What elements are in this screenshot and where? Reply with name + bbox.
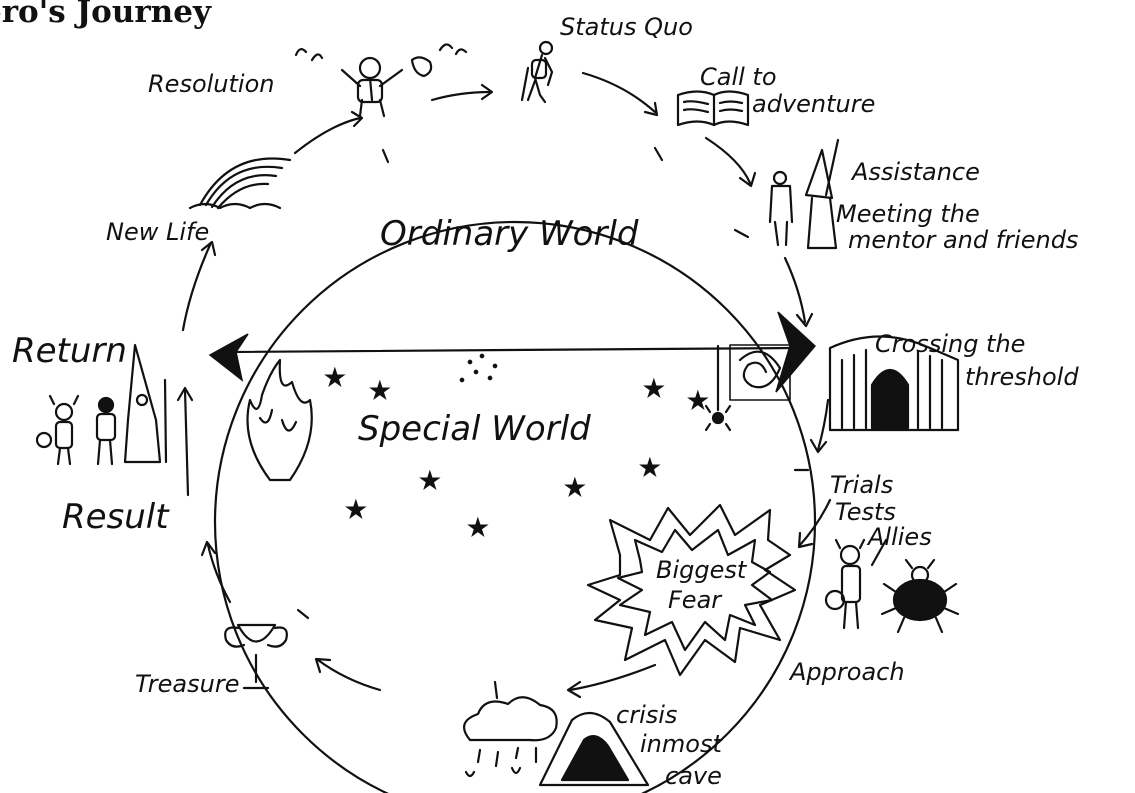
hiker-icon (520, 40, 554, 104)
biggest-fear-burst (586, 503, 797, 677)
trophy-icon (224, 623, 288, 690)
outer-flow-arrows (176, 71, 832, 699)
journey-circle (213, 220, 817, 793)
right-arrowhead-icon (775, 311, 817, 393)
tests-label: Tests (835, 498, 896, 526)
svg-text:★: ★ (346, 498, 366, 523)
treasure-label: Treasure (135, 670, 239, 698)
crisis-label: crisis (616, 701, 677, 729)
cave-label: cave (665, 762, 722, 790)
svg-text:★: ★ (420, 469, 440, 494)
castle-gate-icon (828, 335, 960, 432)
new-life-label: New Life (106, 218, 209, 246)
mentor-friends-label: mentor and friends (848, 226, 1078, 254)
flame-icon (246, 358, 313, 482)
spider-web-icon (704, 344, 791, 432)
crossing-label: Crossing the (875, 330, 1025, 358)
storm-cloud-icon (463, 696, 558, 778)
resolution-label: Resolution (148, 70, 274, 98)
biggest-label: Biggest (656, 556, 748, 584)
svg-text:★: ★ (370, 379, 390, 404)
return-party-icon (35, 343, 168, 466)
world-divider-line (226, 346, 797, 354)
book-icon (676, 90, 750, 127)
adventure-label: adventure (752, 90, 875, 118)
wizard-mentor-icon (768, 138, 840, 250)
beetle-icon (880, 558, 960, 634)
inmost-label: inmost (640, 730, 723, 758)
result-label: Result (62, 497, 170, 537)
rainbow-icon (188, 157, 292, 210)
circle-tick-marks (296, 146, 810, 700)
sparkle-dots (459, 353, 498, 383)
svg-text:★: ★ (688, 389, 708, 414)
svg-text:★: ★ (644, 377, 664, 402)
left-arrowhead-icon (208, 333, 249, 382)
viking-warrior-icon (824, 538, 888, 630)
call-to-label: Call to (700, 63, 777, 91)
return-label: Return (12, 331, 127, 371)
assistance-label: Assistance (850, 158, 980, 186)
meeting-label: Meeting the (836, 200, 980, 228)
star-icon: ★ ★ ★ ★ ★ ★ ★ ★ ★ (324, 365, 708, 542)
svg-text:★: ★ (468, 516, 488, 541)
special-world-label: Special World (358, 409, 591, 449)
allies-label: Allies (866, 523, 932, 551)
biggest-fear-burst-inner (616, 528, 774, 652)
cave-icon (538, 711, 650, 787)
threshold-label: threshold (965, 363, 1079, 391)
approach-label: Approach (788, 658, 905, 686)
page-title: ero's Journey (0, 0, 211, 30)
ordinary-world-label: Ordinary World (380, 214, 639, 254)
trials-label: Trials (830, 471, 893, 499)
fear-label: Fear (668, 586, 723, 614)
svg-text:★: ★ (325, 366, 345, 391)
svg-text:★: ★ (565, 476, 585, 501)
celebrating-hero-icon (294, 43, 468, 118)
svg-text:★: ★ (640, 456, 660, 481)
status-quo-label: Status Quo (560, 13, 693, 41)
